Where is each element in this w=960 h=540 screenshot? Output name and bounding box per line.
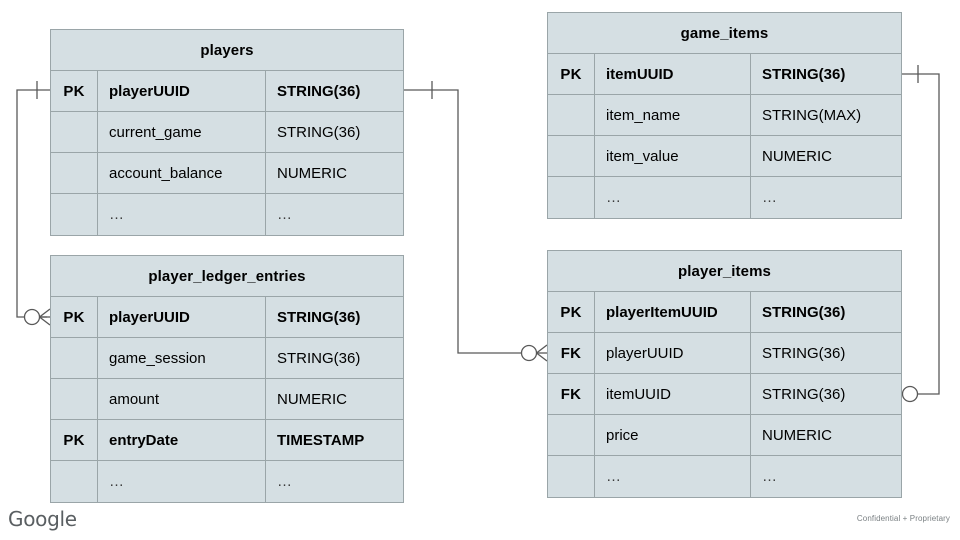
table-row[interactable]: amount NUMERIC [51, 379, 403, 420]
column-key: PK [51, 420, 98, 460]
column-type: STRING(36) [762, 385, 846, 403]
table-row[interactable]: … … [548, 177, 901, 218]
table-row[interactable]: account_balance NUMERIC [51, 153, 403, 194]
entity-game-items[interactable]: game_items PK itemUUID STRING(36) item_n… [547, 12, 902, 219]
relationship-players-to-ledger [16, 81, 51, 326]
column-type: STRING(MAX) [762, 106, 862, 124]
column-type: … [277, 206, 293, 223]
column-type: NUMERIC [277, 390, 347, 408]
column-key [51, 461, 98, 502]
relationship-players-to-player-items [404, 81, 548, 362]
table-row[interactable]: FK itemUUID STRING(36) [548, 374, 901, 415]
column-name: … [98, 194, 266, 235]
entity-title-game-items: game_items [548, 13, 901, 54]
confidentiality-note: Confidential + Proprietary [856, 514, 950, 523]
column-type: STRING(36) [277, 349, 361, 367]
column-key: FK [548, 374, 595, 414]
table-row[interactable]: … … [51, 194, 403, 235]
column-name: item_name [595, 95, 751, 135]
entity-title-player-items: player_items [548, 251, 901, 292]
table-row[interactable]: PK playerUUID STRING(36) [51, 71, 403, 112]
column-name: playerItemUUID [595, 292, 751, 332]
table-row[interactable]: price NUMERIC [548, 415, 901, 456]
column-name: current_game [98, 112, 266, 152]
column-key [51, 112, 98, 152]
table-row[interactable]: … … [51, 461, 403, 502]
column-name: … [595, 177, 751, 218]
column-type: STRING(36) [277, 82, 361, 100]
google-logo: Google [8, 507, 77, 531]
column-name: amount [98, 379, 266, 419]
column-key [548, 456, 595, 497]
column-type: NUMERIC [762, 426, 832, 444]
column-type: TIMESTAMP [277, 431, 365, 449]
column-type: … [762, 189, 778, 206]
entity-title-player-ledger-entries: player_ledger_entries [51, 256, 403, 297]
column-type: STRING(36) [762, 65, 846, 83]
column-name: price [595, 415, 751, 455]
table-row[interactable]: item_value NUMERIC [548, 136, 901, 177]
column-name: itemUUID [595, 374, 751, 414]
entity-player-ledger-entries[interactable]: player_ledger_entries PK playerUUID STRI… [50, 255, 404, 503]
column-name: item_value [595, 136, 751, 176]
column-type: STRING(36) [277, 308, 361, 326]
column-name: … [98, 461, 266, 502]
column-key: PK [548, 54, 595, 94]
column-key: PK [548, 292, 595, 332]
entity-title-players: players [51, 30, 403, 71]
column-type: STRING(36) [762, 303, 846, 321]
table-row[interactable]: PK entryDate TIMESTAMP [51, 420, 403, 461]
table-row[interactable]: current_game STRING(36) [51, 112, 403, 153]
table-row[interactable]: FK playerUUID STRING(36) [548, 333, 901, 374]
column-type: STRING(36) [762, 344, 846, 362]
column-key: PK [51, 71, 98, 111]
column-name: playerUUID [98, 297, 266, 337]
table-row[interactable]: PK itemUUID STRING(36) [548, 54, 901, 95]
column-name: playerUUID [98, 71, 266, 111]
column-key [548, 177, 595, 218]
column-type: … [762, 468, 778, 485]
entity-players[interactable]: players PK playerUUID STRING(36) current… [50, 29, 404, 236]
column-key [51, 153, 98, 193]
column-key: FK [548, 333, 595, 373]
table-row[interactable]: PK playerItemUUID STRING(36) [548, 292, 901, 333]
column-key [51, 194, 98, 235]
column-key [51, 379, 98, 419]
table-row[interactable]: PK playerUUID STRING(36) [51, 297, 403, 338]
column-key [548, 415, 595, 455]
column-type: STRING(36) [277, 123, 361, 141]
column-type: NUMERIC [762, 147, 832, 165]
column-key [548, 136, 595, 176]
column-key [51, 338, 98, 378]
column-name: playerUUID [595, 333, 751, 373]
entity-player-items[interactable]: player_items PK playerItemUUID STRING(36… [547, 250, 902, 498]
table-row[interactable]: … … [548, 456, 901, 497]
column-key: PK [51, 297, 98, 337]
column-name: game_session [98, 338, 266, 378]
column-key [548, 95, 595, 135]
table-row[interactable]: game_session STRING(36) [51, 338, 403, 379]
column-name: account_balance [98, 153, 266, 193]
column-name: itemUUID [595, 54, 751, 94]
column-type: … [277, 473, 293, 490]
column-name: entryDate [98, 420, 266, 460]
column-name: … [595, 456, 751, 497]
column-type: NUMERIC [277, 164, 347, 182]
table-row[interactable]: item_name STRING(MAX) [548, 95, 901, 136]
